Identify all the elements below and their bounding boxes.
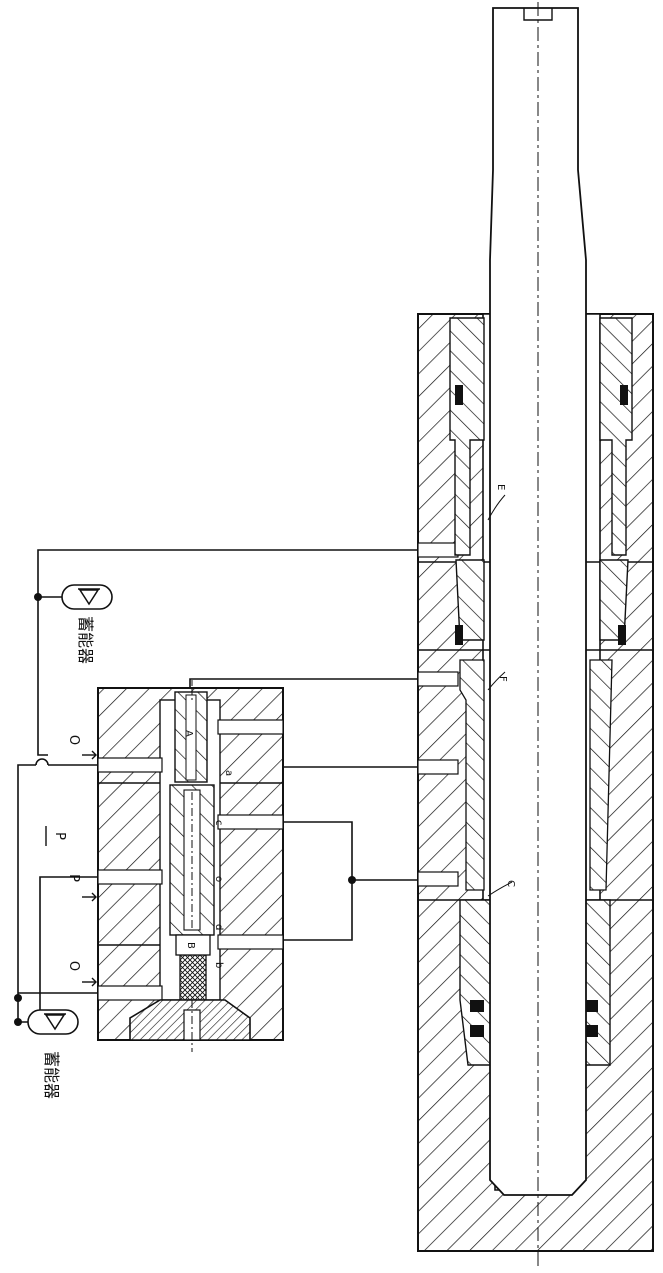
- port-p-arrow-label: P: [66, 874, 81, 882]
- leader-lines: [487, 494, 513, 897]
- valve-label-o: o: [213, 876, 224, 882]
- valve-label-b: B: [185, 942, 196, 949]
- valve-label-c: c: [213, 820, 224, 826]
- port-o-top-label: O: [66, 735, 81, 745]
- valve-label-a-lower: a: [223, 770, 234, 776]
- junction-dots: [14, 593, 356, 1026]
- cylinder-label-c: C: [505, 880, 516, 887]
- accumulator-bottom-label: 蓄能器: [42, 1051, 61, 1099]
- port-arrows: [82, 750, 97, 987]
- piston-rod: [489, 2, 587, 1270]
- valve-label-a: A: [183, 730, 194, 737]
- valve-label-b-lower: b: [213, 962, 224, 968]
- accumulator-bottom-icon: [27, 1009, 79, 1035]
- accumulator-top-label: 蓄能器: [76, 616, 95, 664]
- valve-label-d: d: [213, 924, 224, 930]
- valve-block: [97, 680, 284, 1052]
- cylinder-label-f: F: [497, 676, 508, 682]
- cylinder-label-e: E: [495, 484, 506, 490]
- accumulator-top-icon: [61, 584, 113, 610]
- port-o-bottom-label: O: [66, 961, 81, 971]
- port-p-label: P: [52, 832, 67, 840]
